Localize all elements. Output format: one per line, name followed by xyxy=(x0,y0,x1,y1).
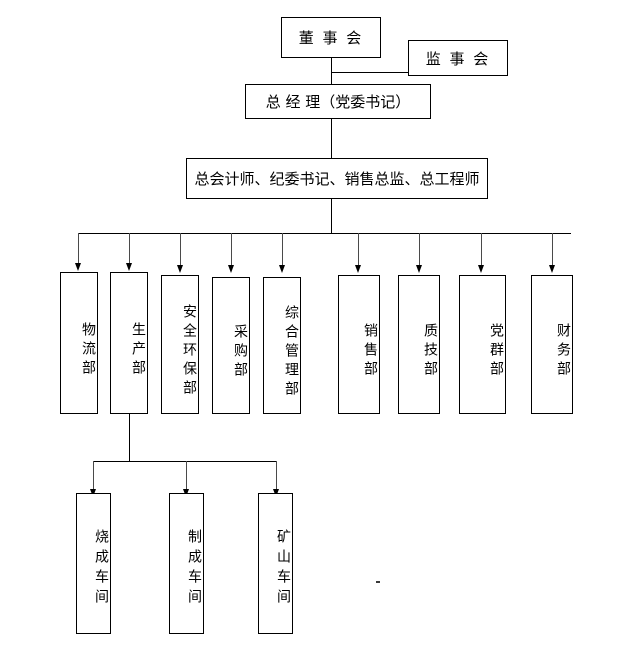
node-department-label: 质技部 xyxy=(422,323,438,380)
department-bus-line xyxy=(78,233,571,234)
arrow-to-department-1 xyxy=(126,233,132,271)
node-department-label: 综合管理部 xyxy=(283,305,299,400)
arrow-to-workshop-1 xyxy=(183,461,189,497)
node-department-label: 销售部 xyxy=(362,323,378,380)
arrow-to-workshop-2 xyxy=(273,461,279,497)
node-workshop-zhicheng[interactable]: 制成车间 xyxy=(169,493,204,634)
node-workshop-label: 矿山车间 xyxy=(275,528,291,609)
node-board-of-directors-label: 董 事 会 xyxy=(298,29,364,47)
node-department-zonghe-guanli[interactable]: 综合管理部 xyxy=(263,277,301,414)
node-supervisory-board-label: 监 事 会 xyxy=(425,49,491,68)
node-board-of-directors[interactable]: 董 事 会 xyxy=(281,17,381,58)
node-general-manager[interactable]: 总 经 理（党委书记） xyxy=(245,84,431,119)
workshop-bus-line xyxy=(93,461,277,462)
node-executives-label: 总会计师、纪委书记、销售总监、总工程师 xyxy=(194,170,480,188)
node-executives[interactable]: 总会计师、纪委书记、销售总监、总工程师 xyxy=(186,158,488,199)
node-department-label: 生产部 xyxy=(130,321,146,379)
node-workshop-label: 烧成车间 xyxy=(93,528,109,609)
connector-gm-to-executives xyxy=(331,119,332,159)
node-general-manager-label: 总 经 理（党委书记） xyxy=(265,93,411,111)
node-department-wuliu[interactable]: 物流部 xyxy=(60,272,98,414)
node-department-label: 财务部 xyxy=(555,323,571,380)
arrow-to-department-0 xyxy=(75,233,81,271)
node-workshop-shaocheng[interactable]: 烧成车间 xyxy=(76,493,111,634)
arrow-to-department-6 xyxy=(416,233,422,273)
arrow-to-workshop-0 xyxy=(90,461,96,497)
node-workshop-label: 制成车间 xyxy=(186,528,202,609)
node-department-xiaoshou[interactable]: 销售部 xyxy=(338,275,380,414)
connector-board-to-gm xyxy=(331,58,332,85)
artifact-dot xyxy=(376,581,380,583)
node-department-shengchan[interactable]: 生产部 xyxy=(110,272,148,414)
node-department-label: 安全环保部 xyxy=(181,304,197,399)
node-supervisory-board[interactable]: 监 事 会 xyxy=(408,40,508,76)
node-workshop-kuangshan[interactable]: 矿山车间 xyxy=(258,493,293,634)
arrow-to-department-7 xyxy=(478,233,484,273)
node-department-dangqun[interactable]: 党群部 xyxy=(459,275,506,414)
node-department-label: 物流部 xyxy=(80,321,96,379)
node-department-label: 采购部 xyxy=(232,324,248,381)
node-department-caigou[interactable]: 采购部 xyxy=(212,277,250,414)
node-department-zhiji[interactable]: 质技部 xyxy=(398,275,440,414)
arrow-to-department-5 xyxy=(355,233,361,273)
node-department-caiwu[interactable]: 财务部 xyxy=(531,275,573,414)
arrow-to-department-4 xyxy=(279,233,285,273)
arrow-to-department-3 xyxy=(228,233,234,273)
connector-board-to-supervisory-arm xyxy=(331,72,409,73)
node-department-label: 党群部 xyxy=(488,323,504,380)
connector-production-to-workshop-bus xyxy=(129,414,130,461)
connector-executives-to-department-bus xyxy=(331,199,332,234)
arrow-to-department-8 xyxy=(549,233,555,273)
node-department-anquanhuanbao[interactable]: 安全环保部 xyxy=(161,275,199,414)
arrow-to-department-2 xyxy=(177,233,183,273)
